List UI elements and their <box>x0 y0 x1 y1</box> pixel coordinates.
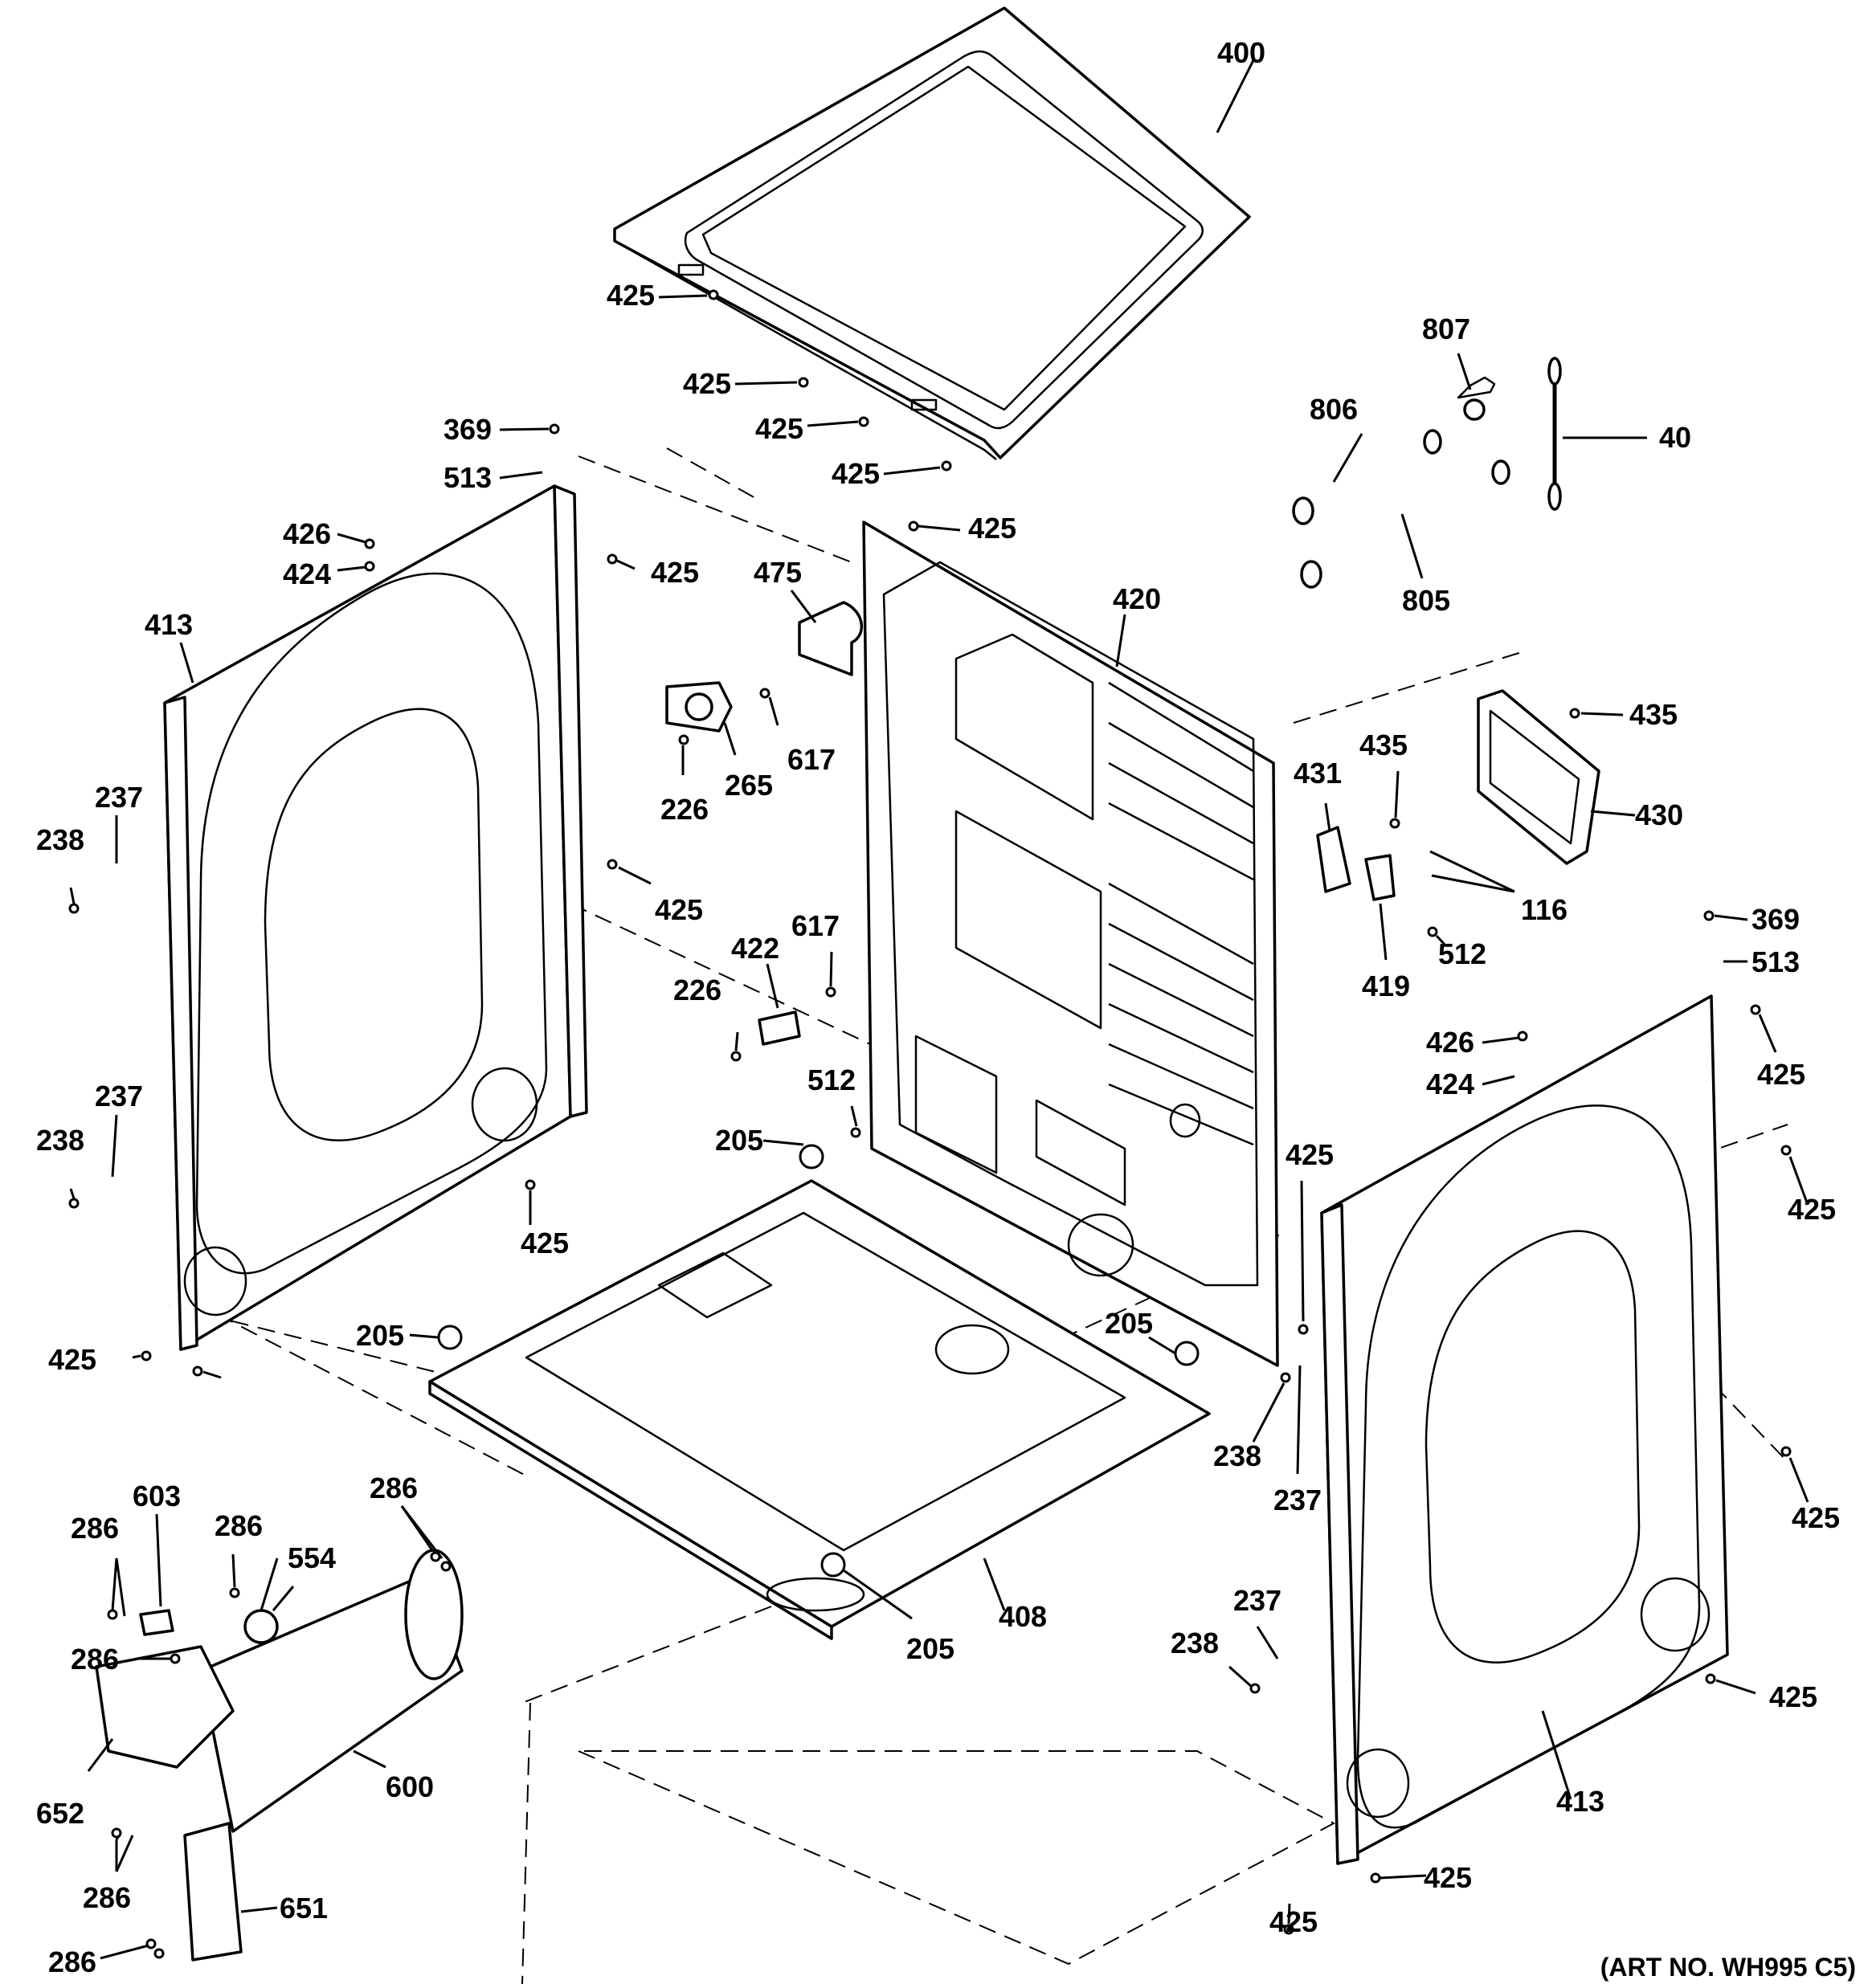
callout-label: 617 <box>791 909 840 942</box>
rear-panel-420 <box>862 520 1279 1367</box>
callout-label: 265 <box>725 769 773 802</box>
callout-label: 603 <box>133 1480 181 1512</box>
callout-label: 426 <box>283 517 331 550</box>
screws <box>68 289 1792 1959</box>
callout-label: 435 <box>1359 729 1408 761</box>
callout-label: 286 <box>48 1945 96 1978</box>
callout-label: 475 <box>754 556 802 589</box>
callout-label: 116 <box>1521 893 1568 926</box>
callout-label: 435 <box>1629 698 1678 731</box>
callout-label: 205 <box>1105 1307 1153 1340</box>
callout-label: 238 <box>36 1124 84 1157</box>
callout-label: 237 <box>1233 1584 1281 1617</box>
callout-label: 512 <box>807 1063 856 1096</box>
callout-label: 806 <box>1310 393 1358 426</box>
callout-label: 205 <box>906 1632 954 1665</box>
base-408 <box>428 1179 1211 1640</box>
callout-label: 408 <box>999 1600 1047 1633</box>
callout-label: 424 <box>1426 1067 1474 1100</box>
callout-label: 286 <box>71 1512 119 1545</box>
callout-label: 205 <box>715 1124 763 1157</box>
callout-label: 420 <box>1113 582 1161 615</box>
callout-label: 286 <box>83 1881 131 1914</box>
callout-label: 400 <box>1217 36 1265 69</box>
duct-assembly <box>95 1549 464 1961</box>
callout-label: 430 <box>1635 798 1683 831</box>
hoses-and-valves <box>1292 357 1562 589</box>
callout-label: 425 <box>521 1227 569 1259</box>
callout-label: 286 <box>370 1472 418 1504</box>
callout-label: 431 <box>1294 757 1342 790</box>
callout-label: 807 <box>1422 312 1470 345</box>
callout-label: 226 <box>660 793 709 826</box>
callout-label: 426 <box>1426 1026 1474 1059</box>
callout-label: 805 <box>1402 584 1450 617</box>
callout-label: 40 <box>1659 421 1691 454</box>
access-cover-and-brackets <box>1316 689 1600 901</box>
callout-label: 617 <box>787 743 836 776</box>
callout-label: 425 <box>1769 1680 1817 1713</box>
callout-label: 425 <box>1424 1861 1472 1894</box>
callout-label: 425 <box>968 512 1016 545</box>
callout-label: 425 <box>607 279 655 312</box>
art-number: (ART NO. WH995 C5) <box>1600 1953 1856 1982</box>
callout-label: 205 <box>356 1319 404 1352</box>
callout-labels: 400 425 425 425 425 807 806 40 805 369 5… <box>36 36 1840 1978</box>
callout-label: 425 <box>755 412 803 445</box>
callout-label: 425 <box>1757 1058 1805 1091</box>
callout-label: 652 <box>36 1797 84 1830</box>
callout-label: 600 <box>386 1770 434 1803</box>
callout-label: 238 <box>1171 1627 1219 1659</box>
callout-label: 424 <box>283 557 331 590</box>
callout-label: 425 <box>683 367 731 400</box>
callout-label: 286 <box>215 1509 263 1542</box>
callout-label: 226 <box>673 974 721 1006</box>
callout-label: 425 <box>1788 1193 1836 1226</box>
callout-label: 651 <box>280 1892 328 1925</box>
callout-label: 425 <box>832 457 880 490</box>
callout-label: 237 <box>1273 1484 1322 1517</box>
left-side-panel-413 <box>163 484 588 1351</box>
right-side-panel-413 <box>1320 994 1729 1865</box>
top-panel-400 <box>613 6 1251 460</box>
callout-label: 238 <box>1213 1439 1261 1472</box>
callout-label: 369 <box>443 413 492 446</box>
callout-label: 237 <box>95 1080 143 1112</box>
callout-label: 422 <box>731 932 779 965</box>
callout-label: 237 <box>95 781 143 814</box>
callout-label: 413 <box>1556 1785 1604 1818</box>
callout-label: 238 <box>36 823 84 856</box>
leader-lines <box>69 59 1809 1960</box>
callout-label: 554 <box>288 1541 336 1574</box>
callout-label: 425 <box>655 893 703 926</box>
callout-label: 425 <box>1792 1501 1840 1534</box>
callout-label: 425 <box>48 1343 96 1376</box>
callout-label: 425 <box>651 556 699 589</box>
callout-label: 286 <box>71 1643 119 1676</box>
callout-label: 425 <box>1269 1905 1318 1938</box>
callout-label: 513 <box>1752 945 1800 978</box>
callout-label: 425 <box>1286 1138 1334 1171</box>
callout-label: 369 <box>1752 903 1800 936</box>
callout-label: 419 <box>1362 970 1410 1002</box>
callout-label: 413 <box>145 608 193 641</box>
callout-label: 512 <box>1438 937 1486 970</box>
callout-label: 513 <box>443 461 492 494</box>
